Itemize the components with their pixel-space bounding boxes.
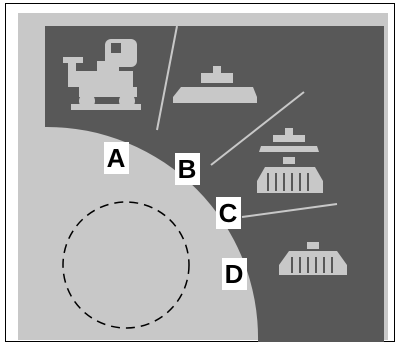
wide-brush-deck-icon: [257, 128, 323, 193]
brush-deck-icon: [173, 66, 257, 103]
sweeper-head-icon: [279, 242, 347, 275]
ride-on-scrubber-icon: [63, 39, 141, 110]
zone-label-a-box: A: [104, 142, 129, 174]
zone-label-a: A: [107, 143, 126, 173]
diagram-frame: A B C D: [5, 3, 395, 342]
zone-label-b-box: B: [175, 153, 200, 185]
zone-label-d-box: D: [222, 258, 247, 290]
turning-circle: [62, 201, 190, 329]
zone-label-d: D: [225, 259, 244, 289]
divider-c-d: [241, 203, 338, 218]
zone-label-b: B: [178, 154, 197, 184]
divider-a-b: [156, 25, 178, 131]
zone-label-c-box: C: [216, 197, 241, 229]
divider-b-c: [210, 91, 305, 166]
zone-label-c: C: [219, 198, 238, 228]
